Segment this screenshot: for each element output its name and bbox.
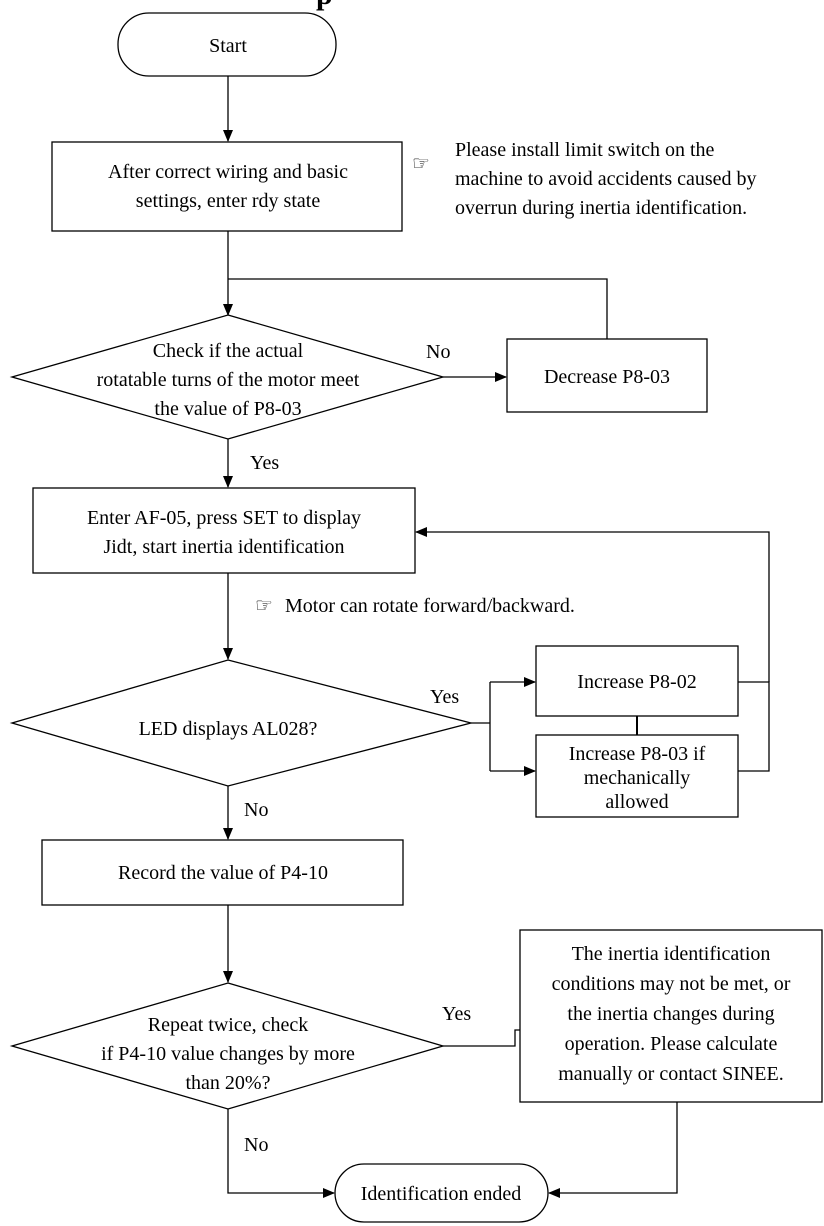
pointing-hand-icon: ☞ [412, 153, 430, 175]
enter-af05-line-2: Jidt, start inertia identification [103, 536, 344, 558]
limit-switch-note-line-2: machine to avoid accidents caused by [455, 168, 757, 190]
increase-p802-label: Increase P8-02 [577, 671, 696, 693]
check-turns-line-2: rotatable turns of the motor meet [97, 369, 360, 391]
no-label: No [426, 341, 450, 363]
record-p410-label: Record the value of P4-10 [118, 862, 328, 884]
enter-rdy-box [51, 141, 403, 232]
end-terminal [334, 1163, 549, 1223]
pointing-hand-icon: ☞ [255, 595, 273, 617]
flow-arrow [548, 1102, 678, 1198]
limit-switch-note-line-3: overrun during inertia identification. [455, 197, 747, 219]
yes-label: Yes [250, 452, 279, 474]
repeat-check-line-1: Repeat twice, check [148, 1014, 308, 1036]
decrease-p803-label: Decrease P8-03 [544, 366, 670, 388]
branch-line [443, 1029, 520, 1047]
increase-p803-box [535, 734, 739, 818]
conditions-note-line-1: The inertia identification [572, 943, 771, 965]
conditions-note-box [519, 929, 823, 1103]
check-turns-line-3: the value of P8-03 [154, 398, 301, 420]
led-al028-label: LED displays AL028? [139, 718, 318, 740]
yes-label: Yes [430, 686, 459, 708]
repeat-check-line-2: if P4-10 value changes by more [101, 1043, 355, 1065]
conditions-note-line-3: the inertia changes during [567, 1003, 774, 1025]
loop-line [228, 278, 608, 339]
conditions-note-line-5: manually or contact SINEE. [558, 1063, 784, 1085]
flow-arrow [227, 1109, 335, 1198]
no-label: No [244, 799, 268, 821]
enter-af05-line-1: Enter AF-05, press SET to display [87, 507, 361, 529]
limit-switch-note-line-1: Please install limit switch on the [455, 139, 715, 161]
motor-rotate-note: Motor can rotate forward/backward. [285, 595, 575, 617]
no-label: No [244, 1134, 268, 1156]
start-terminal [117, 12, 337, 77]
enter-rdy-line-2: settings, enter rdy state [136, 190, 321, 212]
loop-arrow [415, 527, 770, 682]
conditions-note-line-4: operation. Please calculate [565, 1033, 778, 1055]
enter-rdy-line-1: After correct wiring and basic [108, 161, 348, 183]
yes-label: Yes [442, 1003, 471, 1025]
decrease-p803-box [506, 338, 708, 413]
repeat-check-line-3: than 20%? [186, 1072, 271, 1094]
conditions-note-line-2: conditions may not be met, or [552, 973, 791, 995]
increase-p803-line-1: Increase P8-03 if [569, 743, 706, 765]
increase-p803-line-3: allowed [605, 791, 668, 813]
increase-p803-line-2: mechanically [584, 767, 691, 789]
enter-af05-box [32, 487, 416, 574]
record-p410-box [41, 839, 404, 906]
end-label: Identification ended [361, 1183, 522, 1205]
start-label: Start [209, 35, 247, 57]
loop-line [738, 681, 770, 772]
title-fragment: p [316, 0, 333, 11]
check-turns-line-1: Check if the actual [153, 340, 304, 362]
